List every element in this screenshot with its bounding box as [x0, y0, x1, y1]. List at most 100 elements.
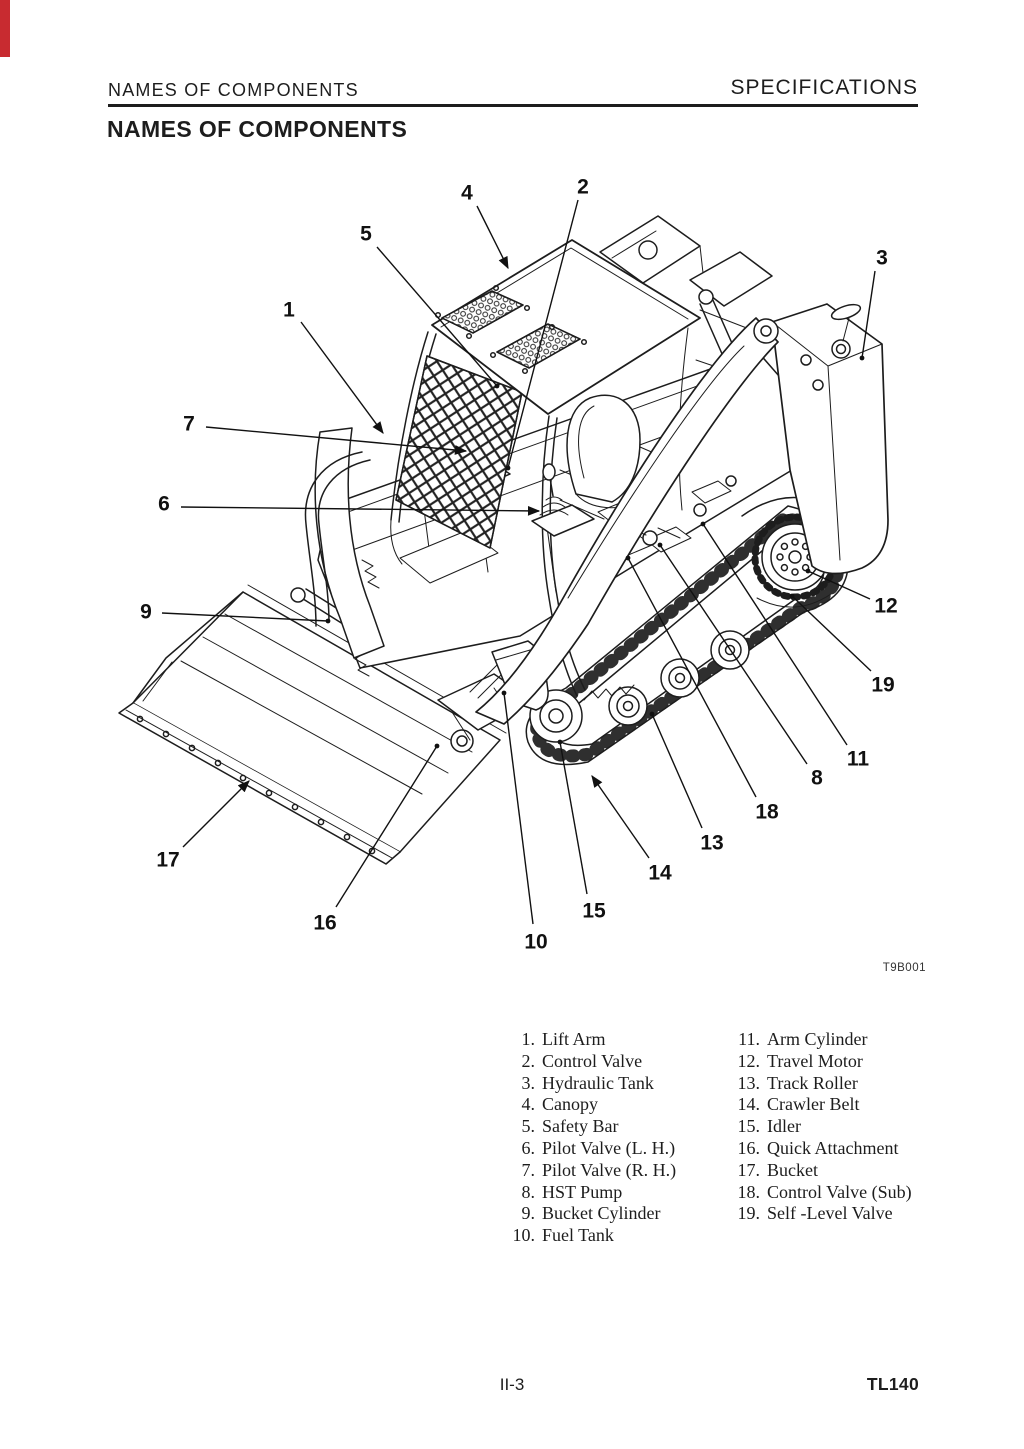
running-header-left: NAMES OF COMPONENTS	[108, 80, 359, 100]
part-name: Lift Arm	[542, 1029, 606, 1049]
section-tab-marker	[0, 0, 10, 57]
callout-number-4: 4	[461, 182, 473, 205]
part-name: Travel Motor	[767, 1050, 863, 1071]
part-name: Crawler Belt	[767, 1094, 860, 1115]
part-item: 13.Track Roller	[724, 1073, 912, 1095]
callout-leader-6	[180, 505, 541, 516]
callout-number-13: 13	[700, 832, 723, 855]
hand-rail	[304, 451, 371, 627]
track-rollers	[608, 630, 750, 726]
part-item: 16. Quick Attachment	[724, 1138, 912, 1160]
part-name: Canopy	[542, 1094, 598, 1115]
callout-number-2: 2	[577, 176, 589, 199]
part-number: 19.	[737, 1203, 761, 1224]
callout-dot-12	[805, 568, 811, 574]
callout-number-5: 5	[360, 223, 372, 246]
header-rule	[108, 104, 918, 107]
part-item: 9.Bucket Cylinder	[490, 1203, 676, 1225]
part-item: 6. Pilot Valve (L. H.)	[490, 1138, 676, 1160]
part-item: 12. Travel Motor	[724, 1051, 912, 1073]
callout-leader-3	[861, 270, 876, 359]
model-code: TL140	[866, 1374, 919, 1394]
figure-code: T9B001	[883, 962, 926, 974]
part-name: Pilot Valve (R. H.)	[542, 1159, 677, 1180]
callout-leader-13	[651, 713, 703, 829]
canopy	[431, 239, 701, 415]
callout-leader-4	[476, 205, 509, 270]
callout-dot-15	[557, 739, 563, 745]
callout-number-15: 15	[582, 900, 606, 923]
part-number: 12.	[737, 1050, 761, 1071]
part-item: 8. HST Pump	[490, 1182, 676, 1204]
part-number: 11.	[738, 1029, 760, 1049]
part-name: Pilot Valve (L. H.)	[542, 1137, 676, 1158]
callout-leader-16	[335, 745, 438, 908]
part-number: 3.	[521, 1072, 536, 1093]
part-name: Quick Attachment	[767, 1137, 899, 1158]
callout-number-19: 19	[871, 674, 894, 697]
part-number: 15.	[737, 1116, 761, 1137]
part-name: Idler	[767, 1116, 801, 1137]
part-item: 18. Control Valve (Sub)	[724, 1182, 912, 1204]
page-title: NAMES OF COMPONENTS	[107, 116, 408, 142]
part-name: Bucket	[767, 1159, 818, 1180]
part-number: 18.	[737, 1181, 761, 1202]
callout-number-18: 18	[755, 801, 779, 824]
part-item: 10.Fuel Tank	[490, 1225, 676, 1247]
callout-dot-13	[649, 711, 655, 717]
hydraulic-tank-shape	[771, 303, 889, 575]
callout-dot-19	[789, 593, 795, 599]
page-number: II-3	[499, 1375, 525, 1394]
part-item: 5. Safety Bar	[490, 1116, 676, 1138]
callout-number-8: 8	[811, 767, 823, 790]
callout-number-11: 11	[847, 748, 870, 771]
callout-number-7: 7	[183, 413, 195, 436]
part-number: 10.	[512, 1225, 536, 1246]
part-number: 8.	[521, 1181, 536, 1202]
callout-dot-11	[700, 521, 706, 527]
part-number: 17.	[737, 1159, 761, 1180]
part-item: 7. Pilot Valve (R. H.)	[490, 1159, 677, 1182]
callout-number-1: 1	[283, 299, 295, 322]
part-name: Safety Bar	[542, 1116, 619, 1137]
part-number: 7.	[521, 1159, 536, 1180]
callout-leader-11	[702, 523, 848, 746]
part-item: 2.Control Valve	[490, 1051, 676, 1073]
part-name: HST Pump	[542, 1181, 623, 1202]
callout-leader-7	[205, 426, 468, 455]
part-item: 19. Self -Level Valve	[724, 1203, 912, 1225]
part-number: 4.	[521, 1094, 536, 1115]
callout-leader-2	[507, 199, 579, 469]
part-name: Self -Level Valve	[767, 1203, 893, 1224]
part-number: 5.	[521, 1116, 536, 1137]
callout-leader-1	[300, 321, 384, 434]
callout-number-16: 16	[313, 912, 336, 935]
part-name: Control Valve (Sub)	[767, 1181, 912, 1202]
part-number: 13.	[737, 1072, 761, 1093]
part-number: 16.	[737, 1137, 761, 1158]
part-item: 3.Hydraulic Tank	[490, 1073, 676, 1095]
running-header-right: SPECIFICATIONS	[730, 76, 918, 99]
callout-number-10: 10	[524, 931, 547, 954]
callout-number-12: 12	[874, 595, 897, 618]
part-item: 17. Bucket	[724, 1160, 912, 1182]
callout-number-3: 3	[876, 247, 888, 270]
callout-leader-18	[627, 557, 757, 798]
part-item: 4. Canopy	[490, 1094, 676, 1116]
callout-dot-2	[505, 465, 511, 471]
part-name: Control Valve	[542, 1050, 643, 1071]
lift-arm	[475, 317, 779, 725]
callout-leader-5	[376, 246, 498, 387]
part-item: 1.Lift Arm	[490, 1029, 676, 1051]
part-item: 14.Crawler Belt	[724, 1094, 912, 1116]
part-item: 11.Arm Cylinder	[724, 1029, 912, 1051]
left-lift-arm	[314, 427, 385, 659]
callout-number-14: 14	[648, 862, 672, 885]
part-number: 6.	[521, 1137, 536, 1158]
callout-leader-8	[659, 544, 808, 765]
callout-leader-10	[503, 692, 534, 925]
callout-leader-19	[791, 595, 872, 672]
